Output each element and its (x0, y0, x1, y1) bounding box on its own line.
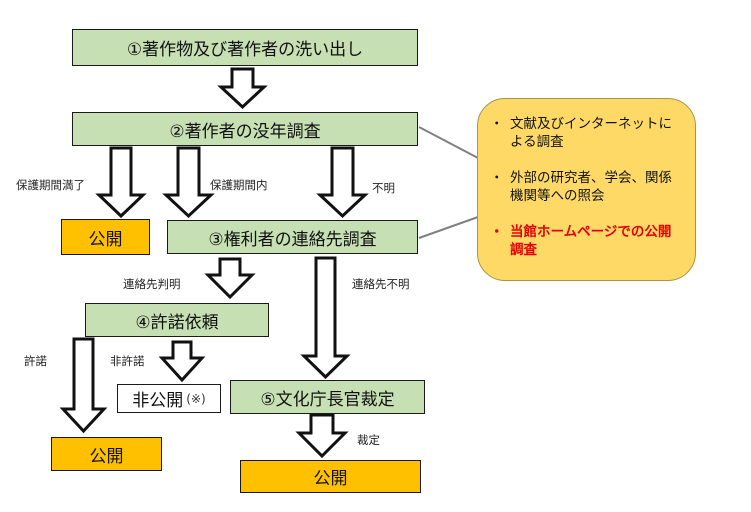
arrow-within (162, 146, 215, 219)
publish-box-expired: 公開 (61, 219, 150, 255)
not-publish-note: (※) (186, 391, 206, 406)
step4-box: ④許諾依頼 (85, 303, 269, 337)
arrow-permitted (59, 337, 108, 434)
label-expired: 保護期間満了 (16, 178, 85, 192)
arrow-not-permitted (158, 340, 206, 383)
arrow-unknown (316, 146, 369, 219)
publish-label: 公開 (89, 446, 124, 467)
label-contact-unknown: 連絡先不明 (352, 277, 410, 291)
step4-label: ④許諾依頼 (135, 312, 219, 333)
callout-item-literature: 文献及びインターネットによる調査 (490, 115, 683, 151)
label-permitted: 許諾 (24, 354, 47, 368)
research-methods-callout: 文献及びインターネットによる調査 外部の研究者、学会、関係機関等への照会 当館ホ… (477, 98, 696, 281)
arrow-ruling (295, 413, 349, 459)
arrow-expired (95, 146, 147, 219)
publish-box-ruling: 公開 (240, 460, 421, 493)
label-unknown: 不明 (372, 181, 395, 195)
step2-label: ②著作者の没年調査 (169, 121, 321, 142)
step2-box: ②著作者の没年調査 (72, 112, 418, 146)
callout-item-public-survey: 当館ホームページでの公開調査 (490, 223, 683, 259)
label-not-permitted: 非許諾 (110, 354, 145, 368)
label-ruling: 裁定 (357, 433, 380, 447)
not-publish-label: 非公開 (132, 391, 184, 411)
connector-step3-callout (418, 216, 479, 239)
step5-box: ⑤文化庁長官裁定 (230, 380, 425, 414)
arrow-step1-to-step2 (217, 67, 268, 110)
arrow-contact-found (204, 257, 256, 300)
publish-label: 公開 (313, 469, 348, 489)
arrow-contact-unknown (300, 256, 351, 380)
step3-box: ③権利者の連絡先調査 (167, 220, 418, 254)
publish-box-permitted: 公開 (51, 437, 162, 471)
step3-label: ③権利者の連絡先調査 (208, 229, 377, 250)
connector-step2-callout (418, 126, 479, 159)
step1-label: ①著作物及び著作者の洗い出し (126, 40, 364, 60)
step5-label: ⑤文化庁長官裁定 (260, 389, 395, 410)
label-contact-found: 連絡先判明 (123, 277, 181, 291)
step1-box: ①著作物及び著作者の洗い出し (72, 29, 418, 66)
not-publish-box: 非公開(※) (117, 384, 221, 413)
callout-item-inquiry: 外部の研究者、学会、関係機関等への照会 (490, 169, 683, 205)
publish-label: 公開 (88, 229, 123, 250)
label-within: 保護期間内 (210, 178, 268, 192)
